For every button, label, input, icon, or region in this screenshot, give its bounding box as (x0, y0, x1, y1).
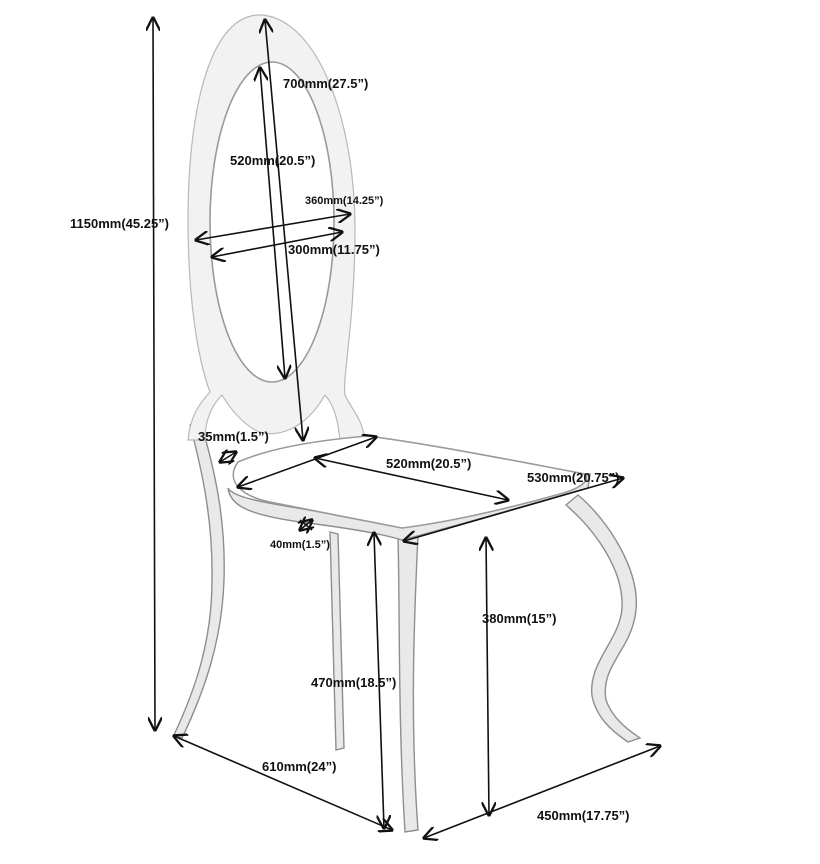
label-back-outer-width: 360mm(14.25”) (305, 195, 384, 207)
front-left-leg (397, 534, 419, 833)
chair-illustration (173, 14, 642, 833)
arrow-leg-thickness-b (299, 519, 313, 531)
arrow-base-width (424, 746, 660, 838)
label-back-inner-width: 300mm(11.75”) (288, 242, 380, 257)
arrow-total-height (153, 18, 155, 730)
dimension-labels: 1150mm(45.25”) 700mm(27.5”) 520mm(20.5”)… (70, 76, 630, 823)
label-cushion-height: 520mm(20.5”) (230, 153, 315, 168)
label-base-width: 450mm(17.75”) (537, 808, 630, 823)
arrow-seat-front-width (404, 478, 623, 541)
arrow-back-inner-width (212, 232, 342, 257)
front-right-leg (564, 494, 642, 743)
label-frame-thickness: 35mm(1.5”) (198, 429, 269, 444)
arrow-seat-depth (238, 437, 376, 487)
label-seat-depth: 520mm(20.5”) (386, 456, 471, 471)
label-leg-height: 380mm(15”) (482, 611, 556, 626)
label-back-height: 700mm(27.5”) (283, 76, 368, 91)
dimension-arrows (153, 18, 660, 838)
arrow-base-depth (174, 736, 392, 830)
arrow-frame-thickness (220, 452, 236, 462)
label-total-height: 1150mm(45.25”) (70, 216, 169, 231)
label-seat-height: 470mm(18.5”) (311, 675, 396, 690)
label-leg-thickness: 40mm(1.5”) (270, 539, 330, 551)
label-base-depth: 610mm(24”) (262, 759, 336, 774)
back-left-leg (173, 419, 225, 739)
back-right-leg (329, 531, 345, 751)
label-seat-width: 530mm(20.75”) (527, 470, 620, 485)
arrow-leg-height (486, 538, 489, 815)
